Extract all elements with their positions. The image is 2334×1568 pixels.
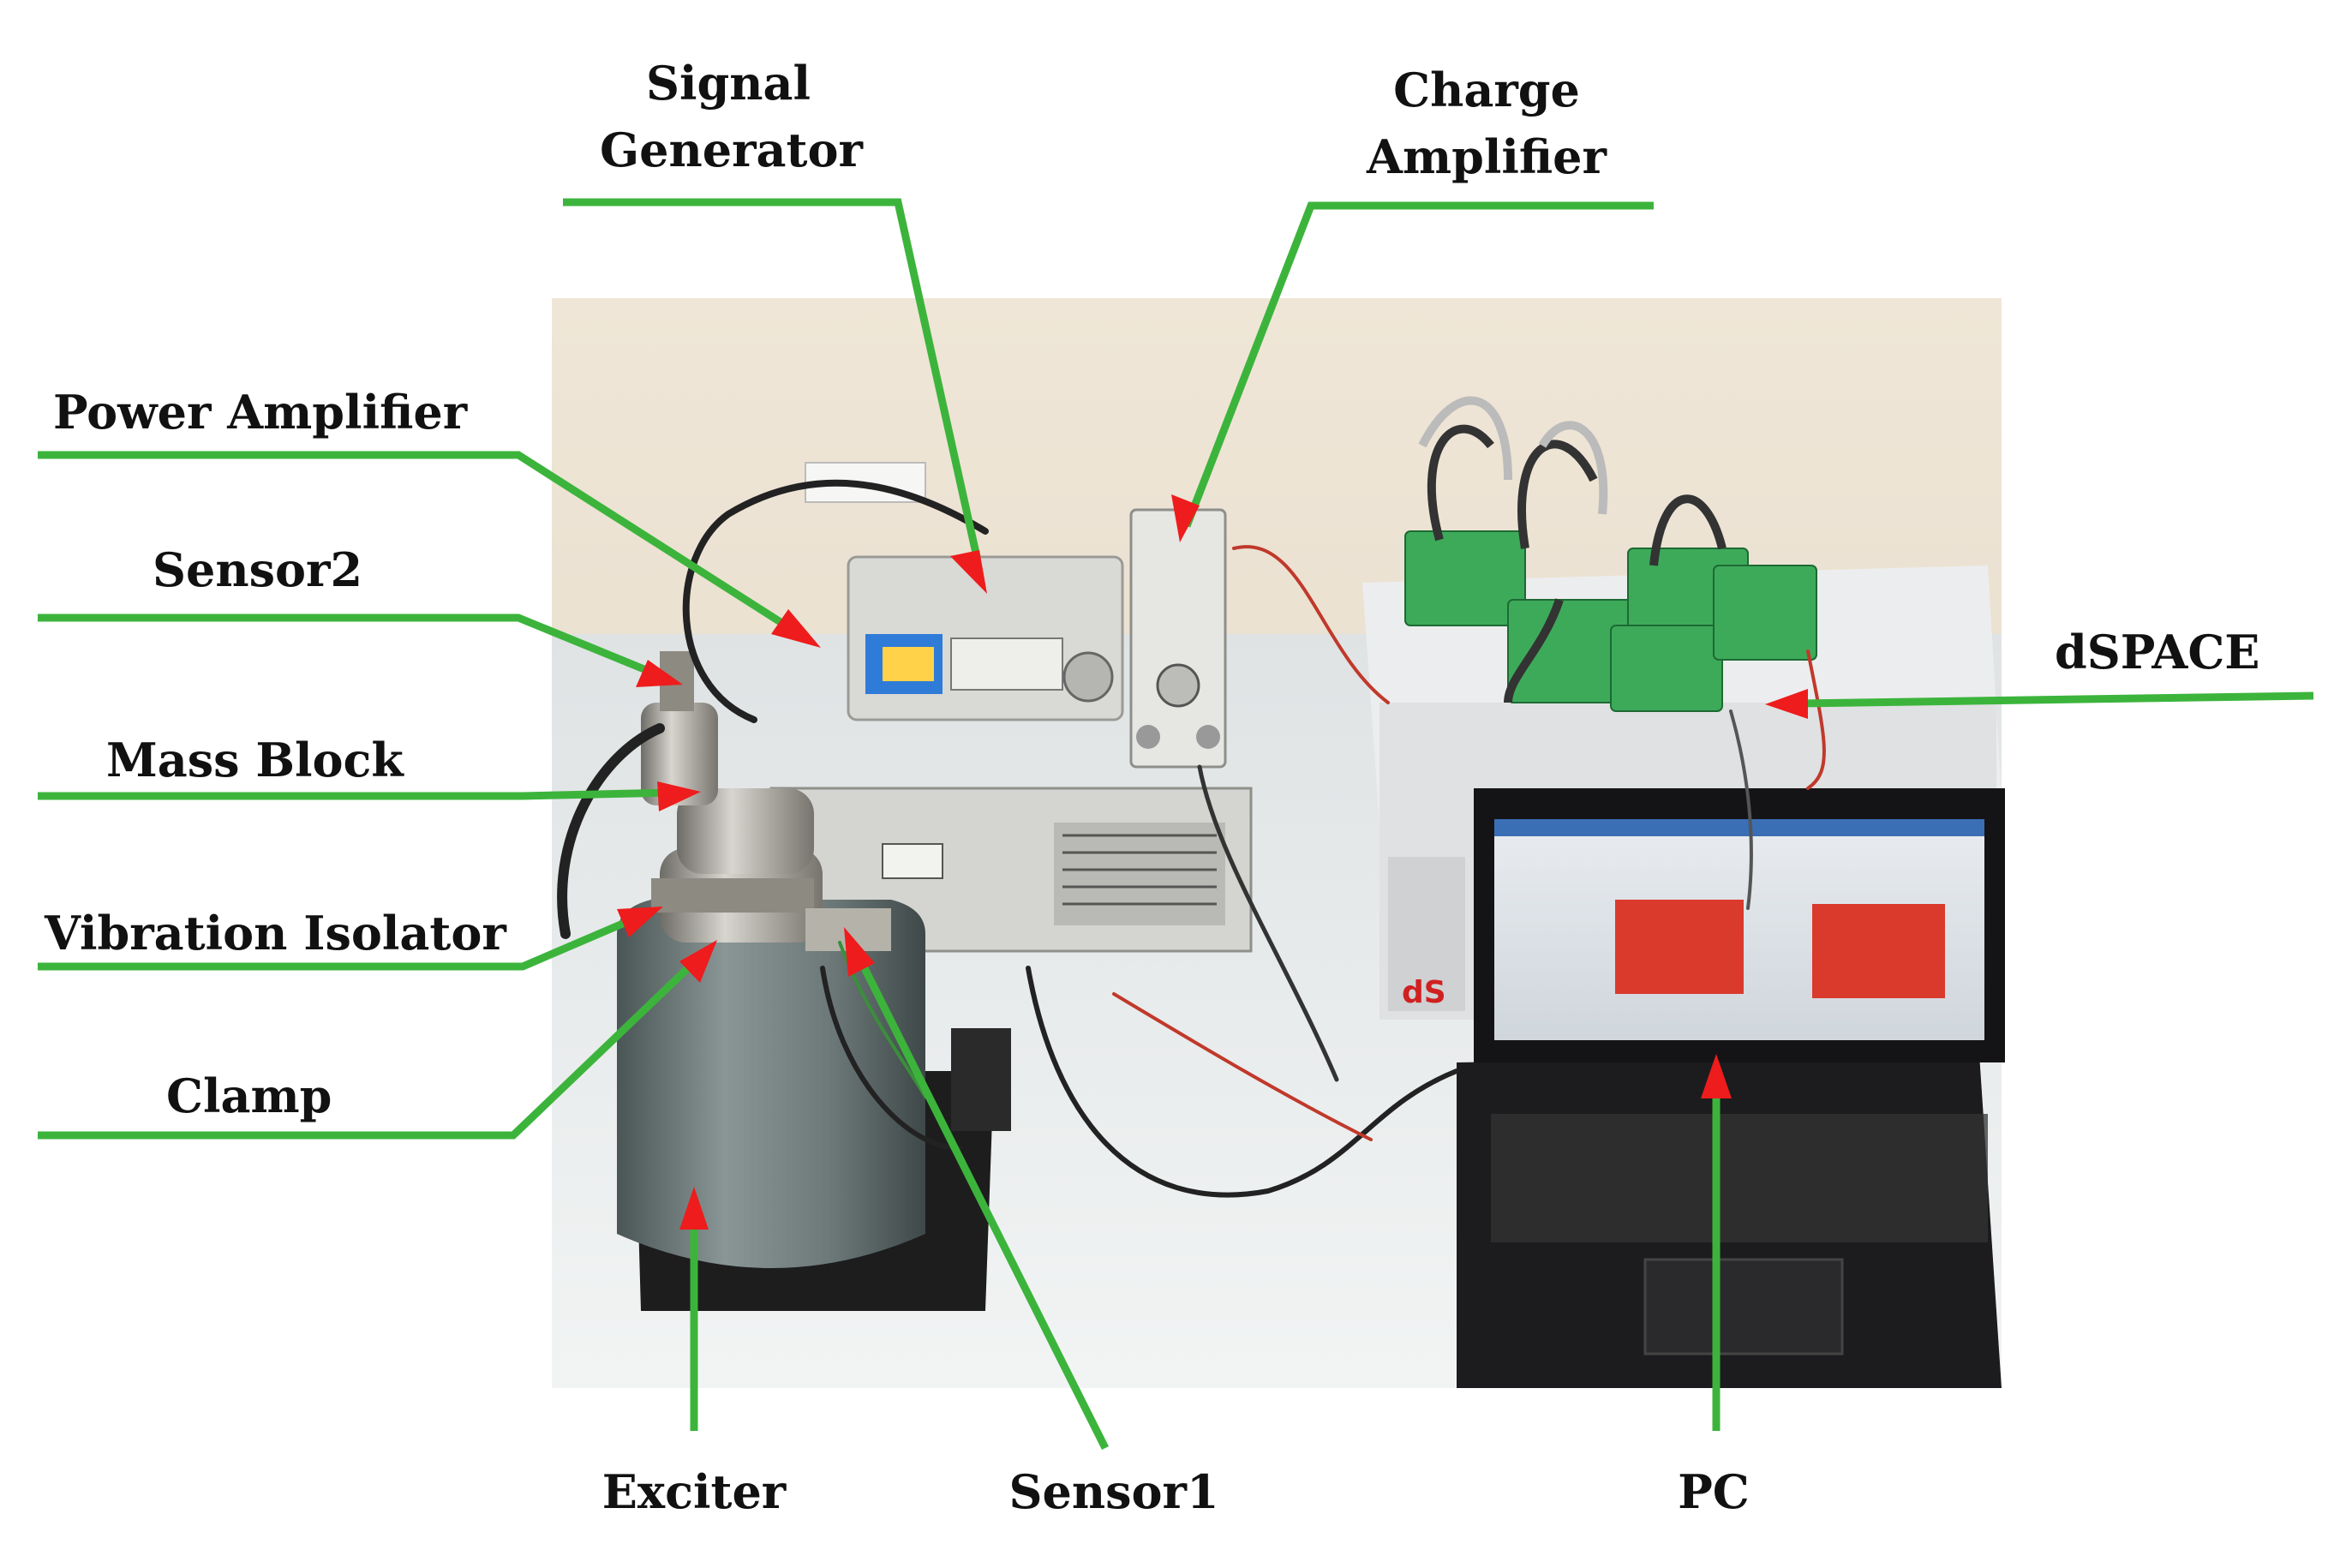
arrow-mass-block (657, 781, 701, 811)
label-clamp: Clamp (166, 1068, 332, 1123)
label-pc: PC (1678, 1464, 1750, 1519)
charge-amplifier-device (1129, 508, 1227, 769)
arrow-power-amplifier (771, 609, 821, 648)
leader-signal-generator (563, 198, 981, 558)
label-charge-amplifier-line1: Charge (1393, 63, 1580, 117)
laptop-device (1457, 788, 2005, 1388)
label-charge-amplifier: Charge Amplifier (1345, 57, 1628, 190)
leader-dspace (1798, 691, 2314, 708)
arrow-heads (617, 494, 1808, 1230)
label-sensor2: Sensor2 (153, 542, 363, 597)
arrow-vibration-isolator (617, 907, 663, 937)
arrow-sensor2 (636, 660, 683, 687)
label-signal-generator: Signal Generator (600, 50, 863, 183)
signal-generator-device (847, 555, 1124, 721)
arrow-clamp (679, 940, 717, 983)
label-mass-block: Mass Block (106, 733, 404, 787)
label-signal-generator-line2: Generator (600, 123, 863, 177)
label-signal-generator-line1: Signal (645, 56, 811, 111)
leader-charge-amplifier (1182, 201, 1654, 528)
leader-mass-block (38, 788, 674, 800)
label-power-amplifier: Power Amplifier (53, 385, 468, 440)
leader-power-amplifier (38, 451, 795, 633)
arrow-charge-amplifier (1171, 494, 1200, 542)
leader-sensor1 (855, 955, 1110, 1451)
label-vibration-isolator: Vibration Isolator (45, 906, 506, 961)
label-exciter: Exciter (601, 1464, 787, 1519)
leader-vibration-isolator (38, 916, 632, 971)
label-sensor1: Sensor1 (1008, 1464, 1219, 1519)
arrow-exciter (679, 1187, 709, 1230)
leader-lines (38, 198, 2314, 1451)
svg-text:dS: dS (1402, 975, 1446, 1010)
arrow-pc (1701, 1054, 1732, 1098)
label-charge-amplifier-line2: Amplifier (1367, 129, 1607, 184)
arrow-dspace (1765, 689, 1808, 719)
arrow-sensor1 (844, 927, 875, 977)
photo: dS (552, 298, 2005, 1388)
arrow-signal-generator (950, 550, 987, 594)
label-dspace: dSPACE (2055, 625, 2260, 679)
cables (557, 479, 1826, 1198)
leader-sensor2 (38, 613, 652, 676)
leader-clamp (38, 961, 696, 1140)
